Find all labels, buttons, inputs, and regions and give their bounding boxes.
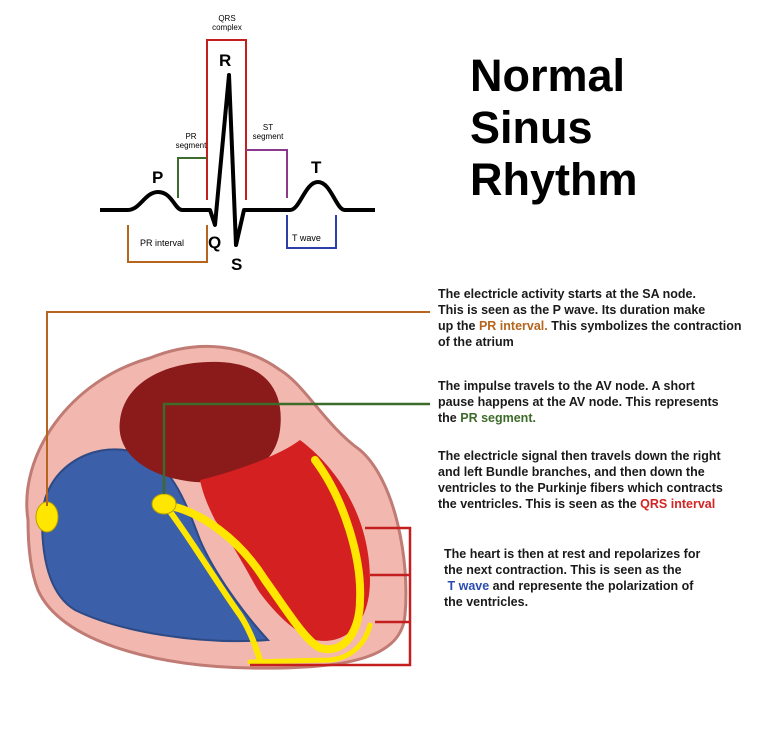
st-segment-bracket <box>246 149 288 198</box>
sa-node-leader <box>46 311 430 506</box>
qrs-complex-label-2: complex <box>212 23 242 32</box>
bundle-desc-line-4-pre: the ventricles. This is seen as the <box>438 497 641 511</box>
right-chambers <box>40 448 271 643</box>
purkinje-fibers-right <box>162 502 263 663</box>
rest-desc-line-1: The heart is then at rest and repolarize… <box>444 547 701 561</box>
st-segment-label-2: segment <box>253 132 284 141</box>
t-wave-bracket <box>286 215 337 249</box>
qrs-complex-label: QRS <box>218 14 235 23</box>
t-wave-label: T wave <box>292 233 321 243</box>
p-wave-letter: P <box>152 168 163 187</box>
r-wave-letter: R <box>219 51 231 70</box>
pr-interval-bracket <box>127 225 208 263</box>
av-node <box>151 493 177 515</box>
ecg-trace <box>100 73 375 247</box>
av-node-desc-line-1: The impulse travels to the AV node. A sh… <box>438 379 695 393</box>
pr-segment-label-2: segment <box>176 141 207 150</box>
pr-segment-label: PR <box>185 132 196 141</box>
sa-node-desc-line-3-pre: up the <box>438 319 479 333</box>
qrs-leader <box>250 526 412 667</box>
sa-node-desc-line-3-post: This symbolizes the contraction <box>547 319 742 333</box>
av-node-leader <box>162 402 430 494</box>
av-node-desc-line-3: the PR segment. <box>438 410 768 426</box>
rest-desc-line-4: the ventricles. <box>444 595 529 609</box>
diagram-title: Normal Sinus Rhythm <box>470 50 770 206</box>
av-node-description: The impulse travels to the AV node. A sh… <box>438 378 768 426</box>
bundle-desc-line-4: the ventricles. This is seen as the QRS … <box>438 496 768 512</box>
left-ventricle <box>200 440 370 641</box>
pr-interval-label: PR interval <box>140 238 184 248</box>
q-wave-letter: Q <box>208 233 221 252</box>
rest-description: The heart is then at rest and repolarize… <box>444 546 774 610</box>
rest-desc-line-3: T wave and represente the polarization o… <box>444 578 774 594</box>
rest-desc-line-2: the next contraction. This is seen as th… <box>444 563 682 577</box>
sa-node <box>35 501 59 533</box>
title-line-3: Rhythm <box>470 154 638 205</box>
title-line-2: Sinus <box>470 102 593 153</box>
bundle-desc-line-1: The electricle signal then travels down … <box>438 449 721 463</box>
qrs-complex-bracket <box>206 39 247 200</box>
bundle-description: The electricle signal then travels down … <box>438 448 768 512</box>
purkinje-fibers-left <box>161 456 365 654</box>
sa-node-desc-line-3: up the PR interval. This symbolizes the … <box>438 318 768 334</box>
pr-segment-highlight: PR segment. <box>460 411 536 425</box>
av-node-desc-line-3-pre: the <box>438 411 461 425</box>
left-atrium <box>119 361 281 483</box>
sa-node-desc-line-1: The electricle activity starts at the SA… <box>438 287 696 301</box>
qrs-interval-highlight: QRS interval <box>640 497 716 511</box>
av-node-desc-line-2: pause happens at the AV node. This repre… <box>438 395 719 409</box>
title-line-1: Normal <box>470 50 626 101</box>
pr-interval-highlight: PR interval. <box>478 319 548 333</box>
pr-segment-bracket <box>177 157 207 198</box>
t-wave-letter: T <box>311 158 322 177</box>
sa-node-desc-line-4: of the atrium <box>438 335 514 349</box>
bundle-desc-line-2: and left Bundle branches, and then down … <box>438 465 705 479</box>
t-wave-highlight: T wave <box>447 579 490 593</box>
bundle-desc-line-3: ventricles to the Purkinje fibers which … <box>438 481 723 495</box>
heart-illustration <box>25 344 408 670</box>
rest-desc-line-3-post: and represente the polarization of <box>489 579 694 593</box>
septum <box>185 495 300 645</box>
sa-node-desc-line-2: This is seen as the P wave. Its duration… <box>438 303 706 317</box>
purkinje-fibers-base <box>247 622 373 665</box>
sa-node-description: The electricle activity starts at the SA… <box>438 286 768 350</box>
s-wave-letter: S <box>231 255 242 274</box>
st-segment-label: ST <box>263 123 273 132</box>
